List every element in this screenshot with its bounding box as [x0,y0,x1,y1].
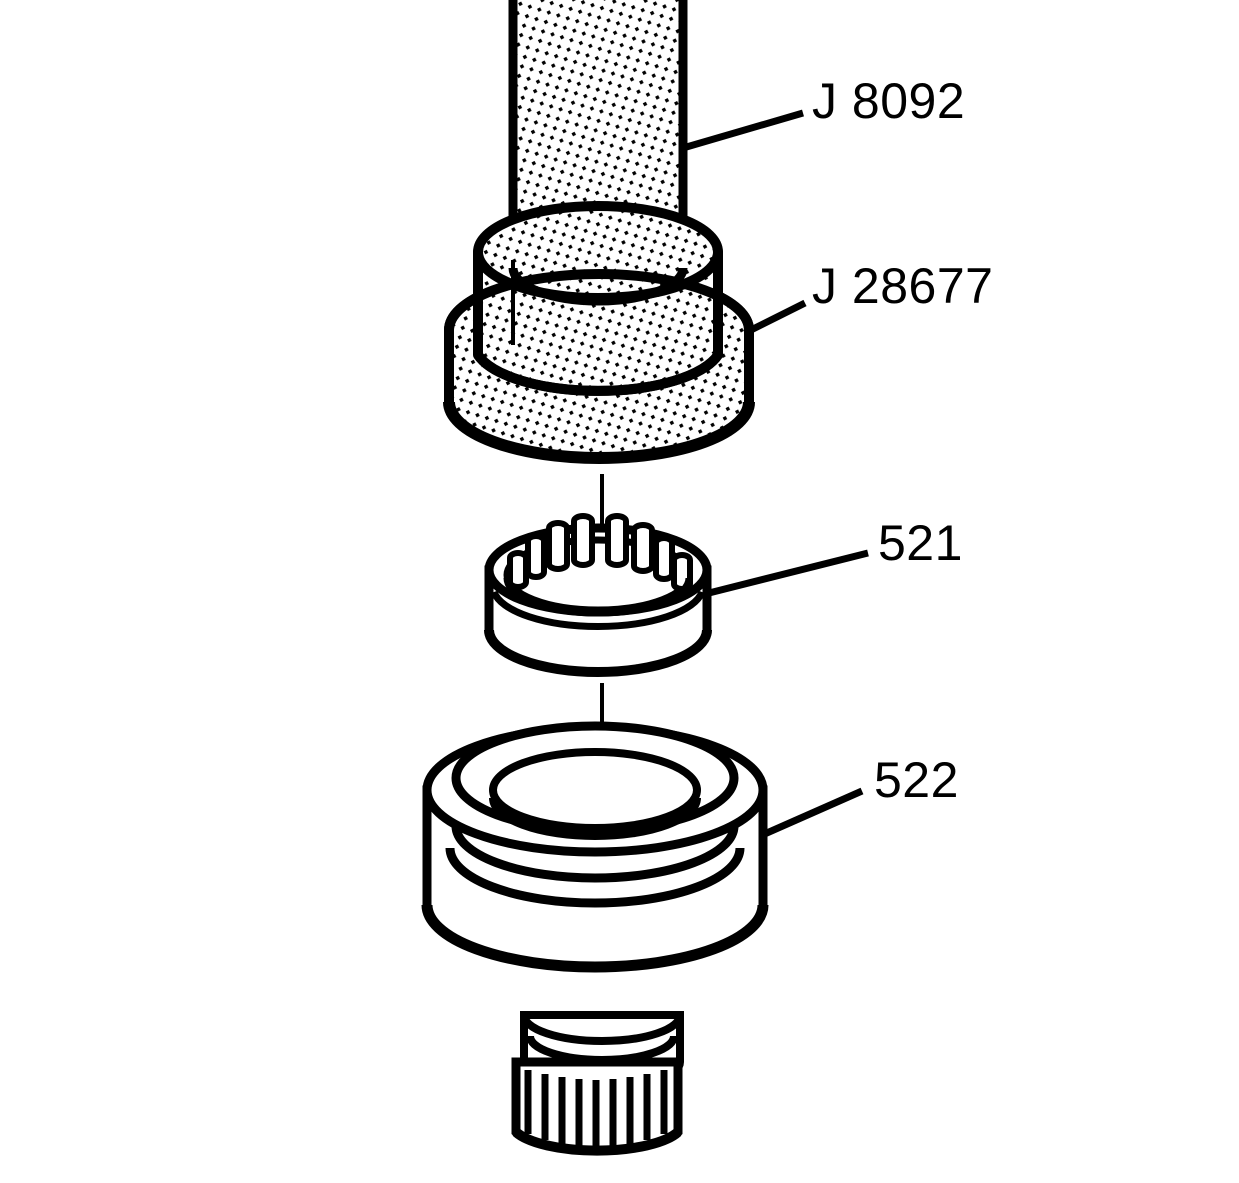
bearing-inner-bore-arc [503,577,693,617]
callout-label-j8092: J 8092 [812,73,965,129]
bearing-bottom-arc [484,629,712,677]
housing-bore-ellipse [489,748,701,832]
callout-leader-lines [682,109,869,840]
part-splined-shaft-stub [511,1011,684,1156]
leader-line-j8092 [682,109,804,152]
callout-labels: J 8092 J 28677 521 522 [812,73,993,808]
housing-step-arc-upper [451,825,739,883]
callout-label-522: 522 [874,752,959,808]
callout-label-521: 521 [878,515,963,571]
part-needle-roller-bearing [484,513,712,677]
leader-line-j28677 [743,299,807,337]
part-bearing-housing-hub [421,721,769,973]
leader-line-522 [758,787,864,840]
stub-spline-bottom-arc [512,1128,682,1156]
bearing-needle-rollers [507,513,693,592]
callout-label-j28677: J 28677 [812,258,993,314]
stub-neck-top-arc [520,1014,684,1045]
leader-line-521 [704,549,869,598]
installer-step-shoulder-arc [473,352,723,396]
bearing-inner-lip-arc [490,590,706,630]
stub-spline-teeth [524,1070,668,1149]
housing-counterbore-arc [489,797,701,840]
part-stepped-bearing-installer [443,201,755,464]
installer-bottom-arc [443,401,755,464]
housing-step-arc-lower [445,847,745,908]
housing-bottom-arc [421,904,769,973]
installer-lower-top-arc [444,269,754,331]
